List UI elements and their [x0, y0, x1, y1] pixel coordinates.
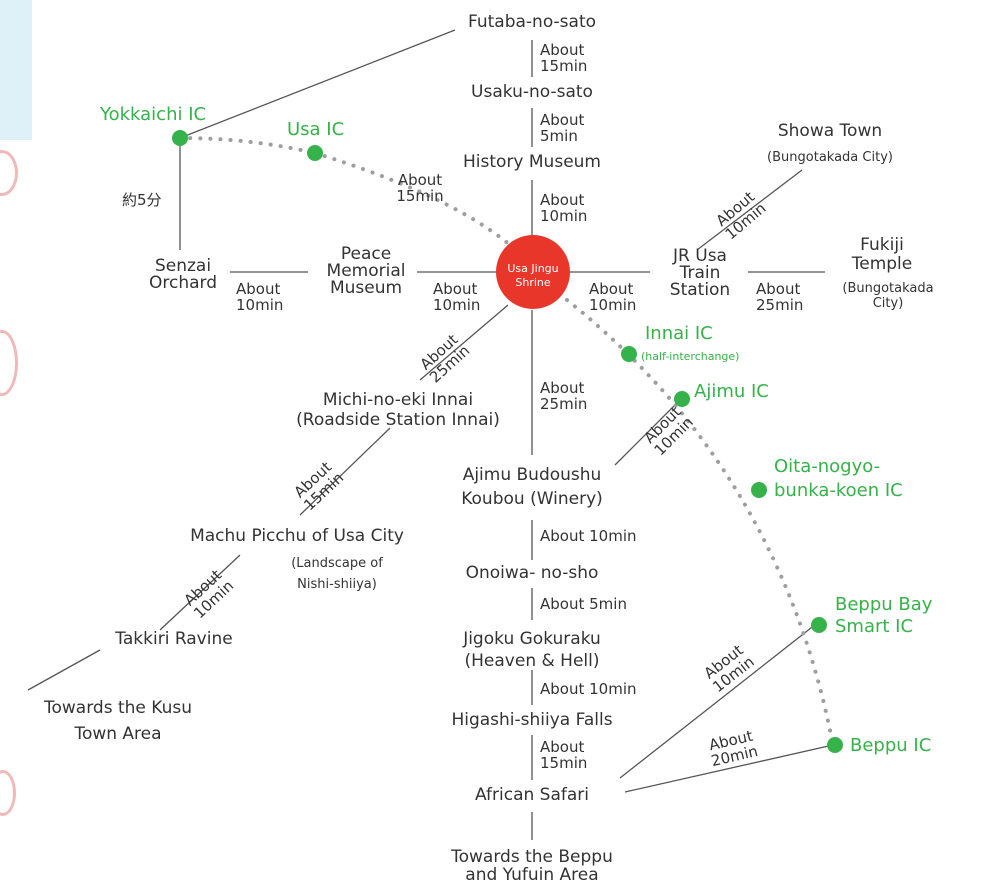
place-ajimu-winery: Ajimu Budoushu Koubou (Winery): [461, 465, 603, 509]
ic-innai-note: (half-interchange): [641, 350, 740, 363]
place-senzai-orchard: Senzai Orchard: [148, 256, 218, 293]
expressway-yokkaichi-usa: [178, 136, 317, 155]
route-yokkaichi-futaba: [179, 29, 456, 139]
ic-beppu-label: Beppu IC: [850, 735, 932, 756]
oita-ic-marker: [751, 482, 767, 498]
route-jr-showa: [696, 169, 803, 251]
time-futaba-usaku: About 15min: [540, 41, 588, 75]
place-peace-memorial-museum: Peace Memorial Museum: [326, 244, 406, 298]
route-takkiri-kusu: [27, 649, 101, 691]
time-shrine-ajimu: About 25min: [540, 379, 588, 413]
place-jr-usa-station: JR Usa Train Station: [669, 246, 731, 300]
place-michi-no-eki-innai: Michi-no-eki Innai (Roadside Station Inn…: [296, 390, 500, 430]
place-takkiri-ravine: Takkiri Ravine: [115, 629, 233, 649]
place-futaba-no-sato: Futaba-no-sato: [467, 12, 597, 32]
decor-left-strip: [0, 0, 32, 140]
route-machu-takkiri: [159, 554, 241, 631]
expressway-shrine-beppu: [565, 298, 835, 747]
time-shrine-jr: About 10min: [589, 280, 637, 314]
beppu-ic-marker: [827, 737, 843, 753]
route-safari-beppu: [624, 744, 834, 793]
yokkaichi-ic-marker: [172, 130, 188, 146]
place-showa-town: Showa Town: [777, 121, 883, 141]
time-higashi-safari: About 15min: [540, 738, 588, 772]
shrine-marker: [496, 235, 570, 309]
ajimu-ic-marker: [674, 391, 690, 407]
time-jigoku-higashi: About 10min: [540, 680, 637, 698]
time-jr-fukiji: About 25min: [756, 280, 804, 314]
ic-yokkaichi-label: Yokkaichi IC: [100, 104, 207, 125]
ic-ajimu-label: Ajimu IC: [694, 381, 769, 402]
route-safari-beppubay: [619, 623, 817, 779]
route-ajimu-ic: [614, 399, 681, 466]
place-higashi-shiiya-falls: Higashi-shiiya Falls: [451, 710, 613, 730]
place-towards-kusu: Towards the Kusu Town Area: [44, 698, 192, 744]
time-senzai-peace: About 10min: [236, 280, 284, 314]
place-fukiji-temple: Fukiji Temple: [851, 235, 913, 274]
time-usa-ic: About 15min: [396, 171, 444, 205]
ic-beppu-bay-label: Beppu Bay Smart IC: [835, 594, 933, 637]
place-jigoku-gokuraku: Jigoku Gokuraku (Heaven & Hell): [463, 629, 601, 671]
place-machu-picchu: Machu Picchu of Usa City: [190, 526, 404, 546]
place-usaku-no-sato: Usaku-no-sato: [471, 82, 593, 102]
ic-innai-label: Innai IC: [645, 323, 713, 344]
time-onoiwa-jigoku: About 5min: [540, 595, 627, 613]
time-ajimu-onoiwa: About 10min: [540, 527, 637, 545]
place-machu-sub: (Landscape of Nishi-shiiya): [291, 556, 383, 592]
place-fukiji-sub: (Bungotakada City): [842, 281, 934, 311]
place-towards-beppu-yufuin: Towards the Beppu and Yufuin Area: [451, 847, 613, 885]
place-history-museum: History Museum: [463, 152, 601, 172]
time-usaku-history: About 5min: [540, 111, 585, 145]
place-showa-sub: (Bungotakada City): [767, 150, 893, 165]
time-peace-shrine: About 10min: [433, 280, 481, 314]
time-history-shrine: About 10min: [540, 191, 588, 225]
route-shrine-michi: [419, 304, 509, 381]
ic-oita-label: Oita-nogyo- bunka-koen IC: [774, 456, 903, 501]
usa-ic-marker: [307, 145, 323, 161]
time-yokkaichi-senzai: 約5分: [122, 191, 162, 209]
route-michi-machu: [299, 427, 391, 516]
place-african-safari: African Safari: [475, 785, 589, 805]
innai-ic-marker: [621, 346, 637, 362]
shrine-label: Usa Jingu Shrine: [507, 262, 559, 289]
beppu-bay-ic-marker: [811, 617, 827, 633]
ic-usa-label: Usa IC: [287, 119, 345, 140]
place-onoiwa: Onoiwa- no-sho: [465, 563, 599, 583]
